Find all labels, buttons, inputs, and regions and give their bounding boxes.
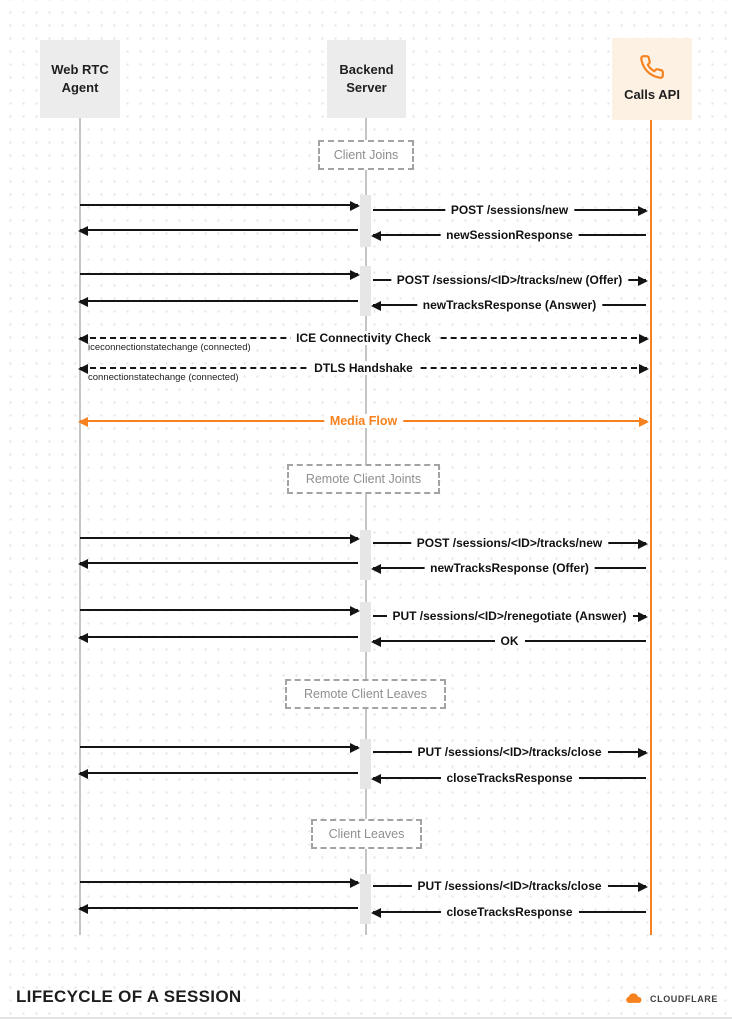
message-post-tracks-new-offer: POST /sessions/<ID>/tracks/new (Offer) — [373, 273, 648, 287]
message-new-tracks-response-answer: newTracksResponse (Answer) — [371, 298, 646, 312]
arrow-backend-to-client-1 — [78, 226, 358, 236]
message-dtls-handshake: DTLS Handshake — [78, 361, 649, 375]
connection-state-sublabel: connectionstatechange (connected) — [88, 372, 239, 383]
message-label: closeTracksResponse — [440, 905, 579, 919]
message-ok: OK — [371, 634, 646, 648]
activation-bar — [360, 195, 371, 247]
lifeline-backend-server — [365, 118, 367, 935]
message-label: PUT /sessions/<ID>/tracks/close — [411, 745, 608, 759]
message-new-tracks-response-offer: newTracksResponse (Offer) — [371, 561, 646, 575]
actor-calls-api: Calls API — [612, 38, 692, 120]
arrow-backend-to-client-4 — [78, 633, 358, 643]
activation-bar — [360, 874, 371, 924]
message-label: OK — [494, 634, 525, 648]
message-label: POST /sessions/new — [444, 203, 575, 217]
message-label: newTracksResponse (Offer) — [424, 561, 595, 575]
activation-bar — [360, 602, 371, 652]
activation-bar — [360, 530, 371, 580]
lifeline-calls-api — [650, 120, 652, 935]
section-remote-client-joins-label: Remote Client Joints — [305, 472, 422, 486]
lifeline-webrtc-agent — [79, 118, 81, 935]
message-media-flow: Media Flow — [78, 414, 649, 428]
message-label: newTracksResponse (Answer) — [416, 298, 603, 312]
bottom-divider — [0, 1017, 732, 1019]
message-put-tracks-close-2: PUT /sessions/<ID>/tracks/close — [373, 879, 648, 893]
message-post-sessions-new: POST /sessions/new — [373, 203, 648, 217]
ice-state-sublabel: iceconnectionstatechange (connected) — [88, 342, 251, 353]
message-label: Media Flow — [323, 414, 404, 428]
arrow-backend-to-client-6 — [78, 904, 358, 914]
activation-bar — [360, 266, 371, 316]
actor-backend-server-label: Backend Server — [339, 62, 394, 95]
message-label: PUT /sessions/<ID>/renegotiate (Answer) — [386, 609, 633, 623]
message-label: PUT /sessions/<ID>/tracks/close — [411, 879, 608, 893]
arrow-client-to-backend-6 — [80, 878, 360, 888]
message-label: DTLS Handshake — [308, 361, 419, 375]
message-label: newSessionResponse — [440, 228, 579, 242]
section-remote-client-leaves-label: Remote Client Leaves — [304, 687, 427, 701]
activation-bar — [360, 739, 371, 789]
section-client-leaves: Client Leaves — [311, 819, 422, 849]
arrow-client-to-backend-3 — [80, 534, 360, 544]
message-label: POST /sessions/<ID>/tracks/new — [410, 536, 609, 550]
brand-text: CLOUDFLARE — [650, 993, 718, 1004]
arrow-client-to-backend-1 — [80, 201, 360, 211]
message-label: POST /sessions/<ID>/tracks/new (Offer) — [390, 273, 629, 287]
message-new-session-response: newSessionResponse — [371, 228, 646, 242]
arrow-backend-to-client-2 — [78, 297, 358, 307]
arrow-backend-to-client-5 — [78, 769, 358, 779]
actor-backend-server: Backend Server — [327, 40, 406, 118]
message-put-renegotiate: PUT /sessions/<ID>/renegotiate (Answer) — [373, 609, 648, 623]
message-label: closeTracksResponse — [440, 771, 579, 785]
section-client-leaves-label: Client Leaves — [328, 827, 405, 841]
section-remote-client-leaves: Remote Client Leaves — [285, 679, 446, 709]
message-post-tracks-new: POST /sessions/<ID>/tracks/new — [373, 536, 648, 550]
actor-calls-api-label: Calls API — [624, 87, 680, 103]
message-label: ICE Connectivity Check — [290, 331, 437, 345]
section-remote-client-joins: Remote Client Joints — [287, 464, 440, 494]
cloudflare-cloud-icon — [626, 993, 642, 1003]
message-close-tracks-response-2: closeTracksResponse — [371, 905, 646, 919]
cloudflare-logo: CLOUDFLARE — [624, 993, 718, 1004]
section-client-joins: Client Joins — [318, 140, 414, 170]
message-ice-connectivity-check: ICE Connectivity Check — [78, 331, 649, 345]
arrow-client-to-backend-4 — [80, 606, 360, 616]
arrow-client-to-backend-5 — [80, 743, 360, 753]
message-close-tracks-response-1: closeTracksResponse — [371, 771, 646, 785]
page-title: LIFECYCLE OF A SESSION — [16, 987, 242, 1006]
phone-icon — [640, 55, 664, 80]
arrow-client-to-backend-2 — [80, 270, 360, 280]
arrow-backend-to-client-3 — [78, 559, 358, 569]
section-client-joins-label: Client Joins — [333, 148, 399, 162]
message-put-tracks-close-1: PUT /sessions/<ID>/tracks/close — [373, 745, 648, 759]
actor-webrtc-agent: Web RTC Agent — [40, 40, 120, 118]
actor-webrtc-agent-label: Web RTC Agent — [51, 62, 109, 95]
